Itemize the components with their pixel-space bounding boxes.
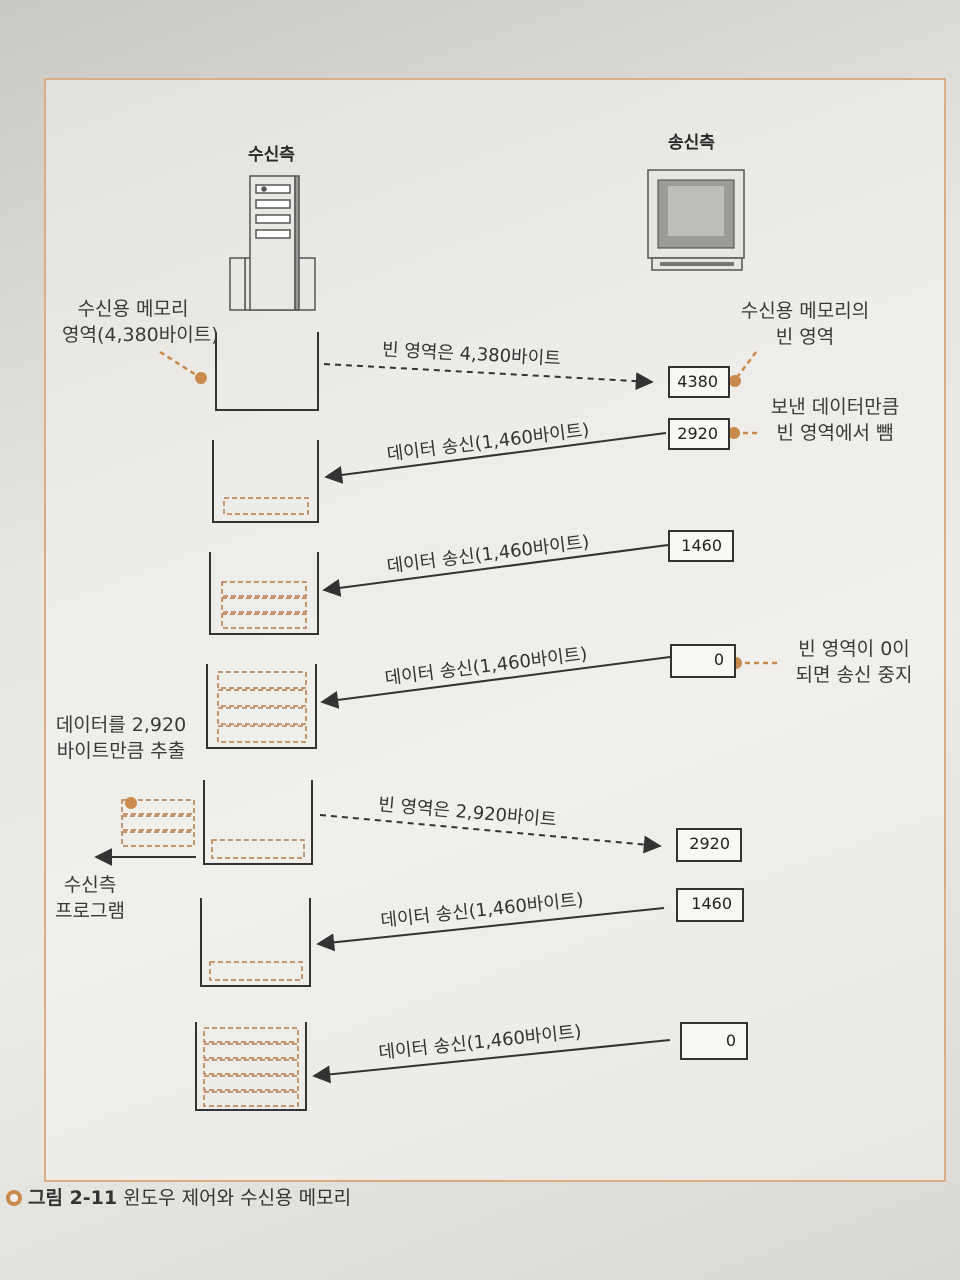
- window-value-5: 2920: [676, 828, 742, 862]
- subtract-note: 보낸 데이터만큼 빈 영역에서 뺌: [770, 396, 900, 444]
- extract-note: 데이터를 2,920 바이트만큼 추출: [55, 714, 187, 762]
- caption-bullet-icon: [6, 1190, 22, 1206]
- window-value-7: 0: [680, 1022, 748, 1060]
- figure-number: 그림 2-11: [28, 1187, 118, 1209]
- computer-monitor-icon: [647, 169, 745, 271]
- program-note: 수신측 프로그램: [55, 874, 125, 922]
- window-value-1: 4380: [668, 366, 730, 398]
- exchange-arrows: [312, 363, 671, 1084]
- receive-buffers: [195, 332, 319, 1111]
- window-value-3: 1460: [668, 530, 734, 562]
- figure-caption-text: 윈도우 제어와 수신용 메모리: [123, 1187, 352, 1209]
- figure-caption: 그림 2-11 윈도우 제어와 수신용 메모리: [6, 1183, 351, 1210]
- free-space-note: 수신용 메모리의 빈 영역: [740, 300, 870, 348]
- sender-title: 송신측: [668, 133, 715, 153]
- window-value-4: 0: [670, 644, 736, 678]
- stop-note: 빈 영역이 0이 되면 송신 중지: [795, 638, 913, 686]
- buffered-data-segments: [121, 497, 309, 1107]
- window-value-6: 1460: [676, 888, 744, 922]
- window-value-2: 2920: [668, 418, 730, 450]
- figure-frame: [44, 78, 946, 1182]
- callout-dots: [125, 372, 742, 809]
- recv-memory-note: 수신용 메모리 영역(4,380바이트): [62, 298, 219, 346]
- server-icon: [229, 175, 316, 311]
- receiver-title: 수신측: [248, 145, 295, 165]
